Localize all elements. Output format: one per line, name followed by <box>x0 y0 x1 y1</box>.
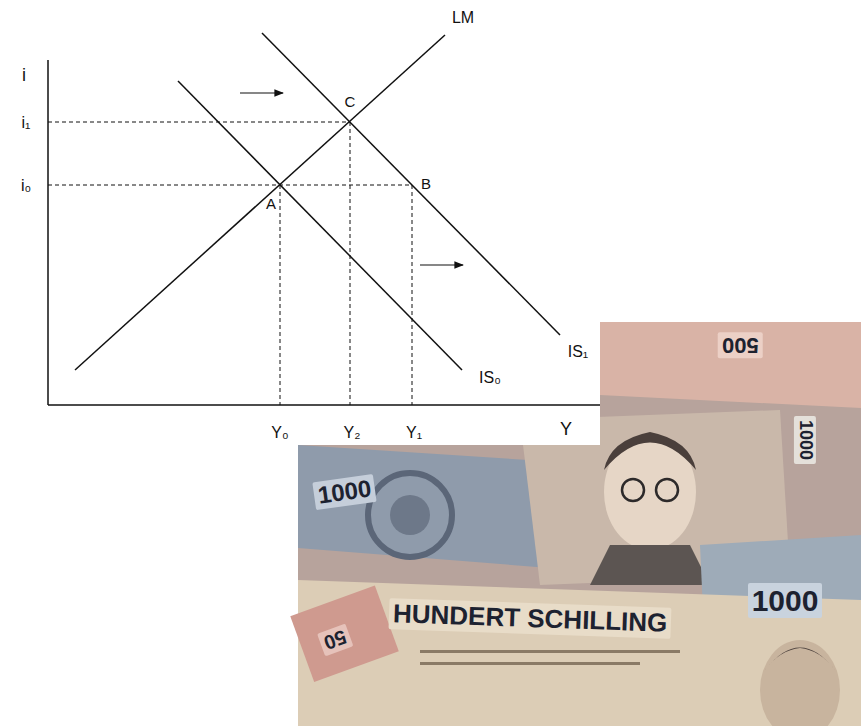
portrait-coat <box>590 545 710 585</box>
note-numeral: 500 <box>718 332 763 358</box>
lm-curve <box>75 35 445 370</box>
dashed-guide <box>350 122 351 405</box>
tick-label: Y₀ <box>271 424 288 442</box>
note-ornament <box>390 495 430 535</box>
axis-line <box>47 60 49 405</box>
chart-ground <box>0 0 600 445</box>
portrait-glasses <box>656 479 678 501</box>
curve-label: LM <box>452 9 474 27</box>
dashed-guide <box>412 185 413 405</box>
point-label: A <box>266 196 276 213</box>
note-print-line <box>420 662 640 665</box>
note-inscription: HUNDERT SCHILLING <box>388 598 671 638</box>
axis-label: Y <box>560 420 572 440</box>
is-curve <box>178 81 462 370</box>
tick-label: Y₁ <box>406 424 422 442</box>
tick-label: i₁ <box>22 114 31 132</box>
point-label: C <box>345 94 356 111</box>
axis-line <box>48 404 600 406</box>
note-numeral: 50 <box>317 624 354 657</box>
note-numeral: 1000 <box>748 583 823 618</box>
note-numeral: 1000 <box>794 416 816 464</box>
note-print-line <box>420 650 680 653</box>
chart-lines <box>48 33 600 405</box>
tick-label: i₀ <box>21 177 31 195</box>
note-numeral: 1000 <box>313 474 378 511</box>
curve-label: IS₁ <box>568 343 589 361</box>
shift-arrow <box>240 92 283 93</box>
dashed-guide <box>280 185 281 405</box>
portrait-glasses <box>622 479 644 501</box>
point-label: B <box>421 176 431 193</box>
portrait-hair <box>765 648 835 671</box>
is-curve <box>262 33 560 335</box>
shift-arrow <box>420 264 463 265</box>
portrait <box>760 640 840 726</box>
tick-label: Y₂ <box>344 424 361 442</box>
banknote <box>600 322 861 408</box>
axis-label: i <box>22 66 26 86</box>
dashed-guide <box>48 185 412 186</box>
note-ornament <box>368 473 452 557</box>
banknote <box>290 585 399 682</box>
portrait-hair <box>604 432 696 470</box>
dashed-guide <box>48 122 350 123</box>
curve-label: IS₀ <box>479 369 501 387</box>
